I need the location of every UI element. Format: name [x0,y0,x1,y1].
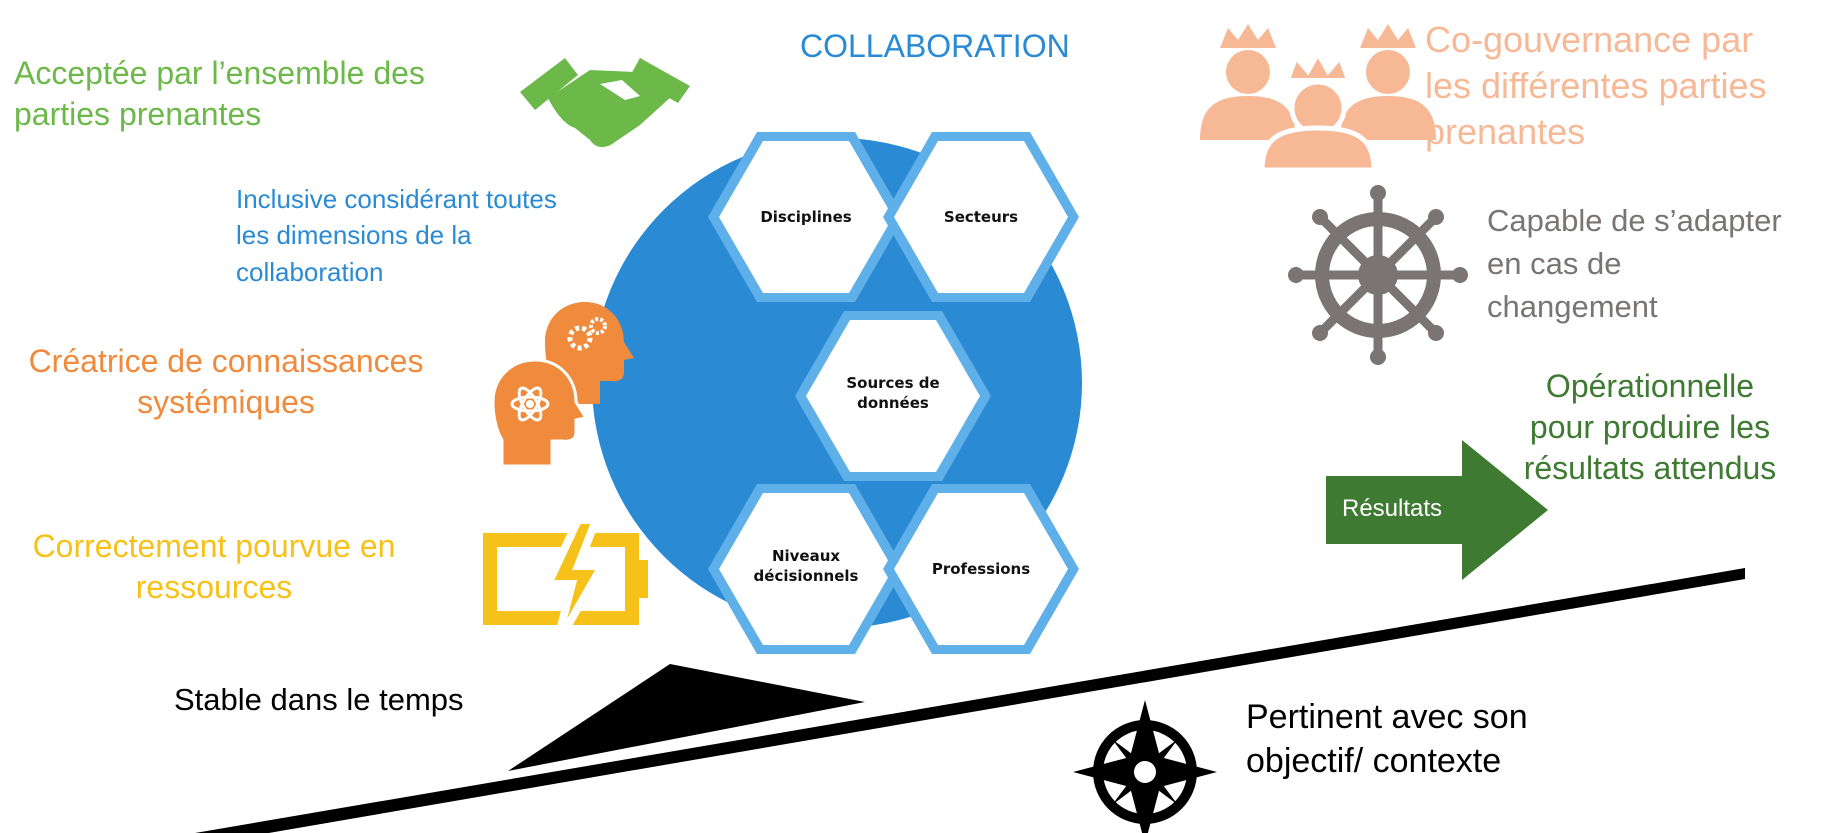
label-capable: Capable de s’adapter en cas de changemen… [1487,203,1782,324]
hexagon-label-niveaux: Niveaux décisionnels [753,547,859,585]
compass-rose-icon [1073,700,1217,833]
resultats-arrow-label: Résultats [1342,495,1443,522]
balance-beam [195,568,1745,833]
label-cogouvernance: Co-gouvernance par les différentes parti… [1425,19,1767,153]
handshake-icon [520,58,690,148]
resultats-arrow [1326,440,1548,580]
collaboration-title: COLLABORATION [800,28,1070,64]
hexagon-niveaux [708,484,904,654]
hexagon-label-sources: Sources de données [846,374,940,412]
label-creatrice: Créatrice de connaissances systémiques [28,343,424,420]
crowned-people-icon [1200,24,1436,173]
label-acceptee: Acceptée par l’ensemble des parties pren… [14,55,425,132]
label-inclusive: Inclusive considérant toutes les dimensi… [236,184,557,287]
battery-charging-icon [483,516,648,648]
hexagon-label-disciplines: Disciplines [760,208,852,226]
brain-heads-icon [491,302,634,468]
hexagon-secteurs [883,132,1079,302]
fulcrum-wedge [508,664,865,771]
hexagon-label-secteurs: Secteurs [943,208,1019,226]
hexagon-disciplines [708,132,904,302]
label-operationnelle: Opérationnelle pour produire les résulta… [1523,368,1777,486]
label-stable: Stable dans le temps [174,682,464,717]
hexagon-professions [883,484,1079,654]
hexagon-label-professions: Professions [931,560,1031,578]
label-pertinent: Pertinent avec son objectif/ contexte [1246,698,1528,780]
label-correctement: Correctement pourvue en ressources [32,528,396,605]
ship-wheel-icon [1288,185,1468,365]
hexagon-sources [795,311,991,481]
